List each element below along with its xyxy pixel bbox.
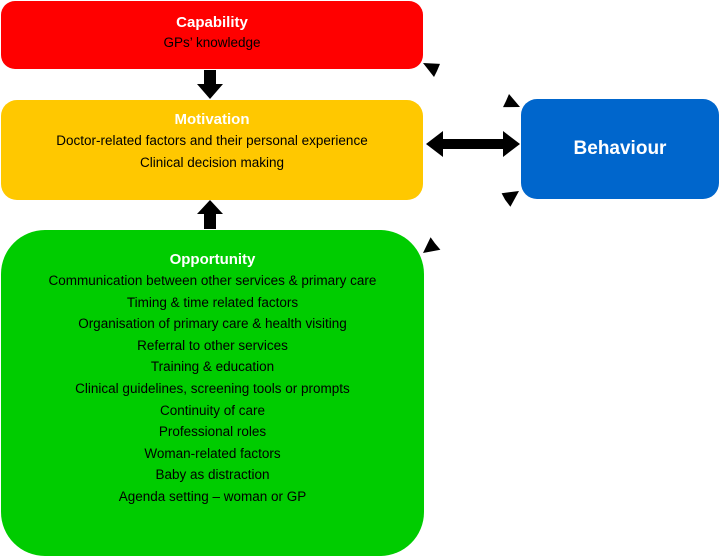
opportunity-item: Training & education (150, 359, 275, 375)
opportunity-box: Opportunity Communication between other … (1, 230, 424, 556)
behaviour-box: Behaviour (521, 99, 719, 199)
motivation-title: Motivation (174, 111, 250, 128)
opportunity-item: Professional roles (158, 424, 267, 440)
opportunity-item: Woman-related factors (144, 445, 281, 461)
opportunity-item: Timing & time related factors (126, 294, 299, 310)
capability-box: Capability GPs’ knowledge (1, 1, 423, 69)
opportunity-item: Organisation of primary care & health vi… (78, 316, 347, 332)
opportunity-item: Communication between other services & p… (48, 273, 377, 288)
arrow-opportunity-behaviour (423, 191, 519, 253)
capability-item: GPs’ knowledge (163, 35, 261, 50)
arrow-motivation-behaviour (426, 131, 520, 157)
motivation-item: Clinical decision making (139, 155, 285, 170)
motivation-box: Motivation Doctor-related factors and th… (1, 100, 423, 200)
opportunity-item: Baby as distraction (155, 467, 270, 483)
motivation-item: Doctor-related factors and their persona… (56, 133, 368, 148)
opportunity-item: Agenda setting – woman or GP (118, 488, 307, 504)
opportunity-item: Continuity of care (159, 402, 266, 418)
behaviour-title: Behaviour (573, 138, 667, 159)
capability-title: Capability (176, 14, 248, 31)
arrow-capability-to-motivation (197, 70, 223, 99)
arrow-capability-behaviour (423, 63, 520, 108)
opportunity-item: Referral to other services (137, 337, 288, 353)
opportunity-item: Clinical guidelines, screening tools or … (75, 380, 350, 396)
arrow-opportunity-to-motivation (197, 200, 223, 229)
opportunity-title: Opportunity (169, 251, 256, 268)
